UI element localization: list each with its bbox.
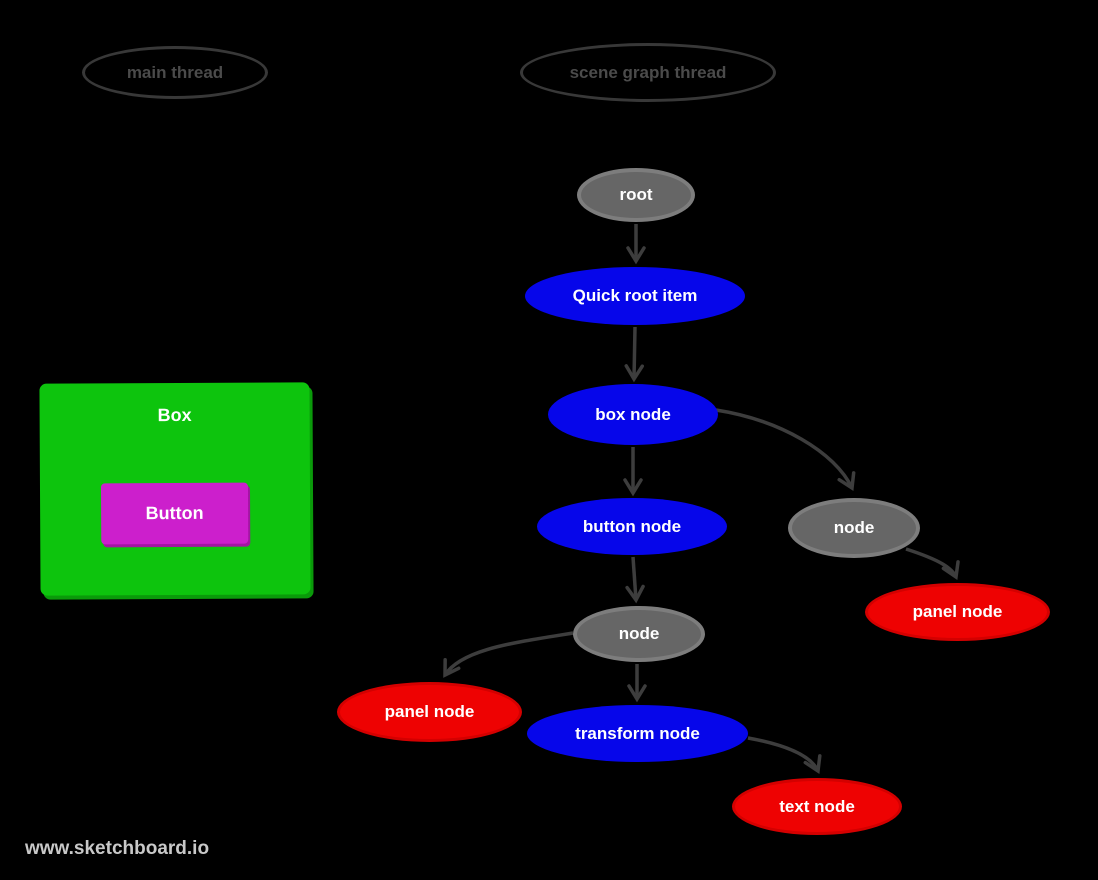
edge-transform-node-to-text-node[interactable] [747,736,822,775]
node-transform-node[interactable]: transform node [527,705,748,762]
node-root-label: root [619,185,653,204]
edge-node-right-to-panel-node-right[interactable] [905,547,960,581]
edge-box-node-to-node-right[interactable] [715,408,856,492]
main-thread-ellipse[interactable]: main thread [82,46,268,99]
node-box-node[interactable]: box node [548,384,718,445]
node-button-node-label: button node [582,516,682,536]
node-box-node-label: box node [595,404,671,424]
edge-quick-root-item-to-box-node[interactable] [624,326,644,383]
node-center-label: node [618,624,660,643]
scene-graph-thread-ellipse[interactable]: scene graph thread [520,43,776,102]
edge-node-center-to-panel-node-left[interactable] [443,631,574,678]
node-panel-node-left[interactable]: panel node [337,682,522,742]
button-shape[interactable]: Button [100,482,249,545]
node-panel-node-right-label: panel node [912,602,1003,621]
box-shape[interactable]: Box Button [39,382,311,596]
node-right[interactable]: node [788,498,920,558]
node-text-node[interactable]: text node [732,778,902,835]
node-quick-root-item[interactable]: Quick root item [525,267,745,325]
node-panel-node-left-label: panel node [384,702,475,721]
box-label: Box [157,404,192,426]
node-center[interactable]: node [573,606,705,662]
node-transform-node-label: transform node [575,723,700,743]
edge-button-node-to-node-center[interactable] [625,556,645,604]
node-right-label: node [833,518,875,537]
node-root[interactable]: root [577,168,695,222]
node-button-node[interactable]: button node [537,498,727,555]
node-text-node-label: text node [779,796,855,816]
button-label: Button [145,502,204,524]
node-quick-root-item-label: Quick root item [572,286,698,305]
node-panel-node-right[interactable]: panel node [865,583,1050,641]
main-thread-label: main thread [126,62,224,82]
scene-graph-thread-label: scene graph thread [569,62,727,82]
sketchboard-watermark: www.sketchboard.io [25,838,210,859]
